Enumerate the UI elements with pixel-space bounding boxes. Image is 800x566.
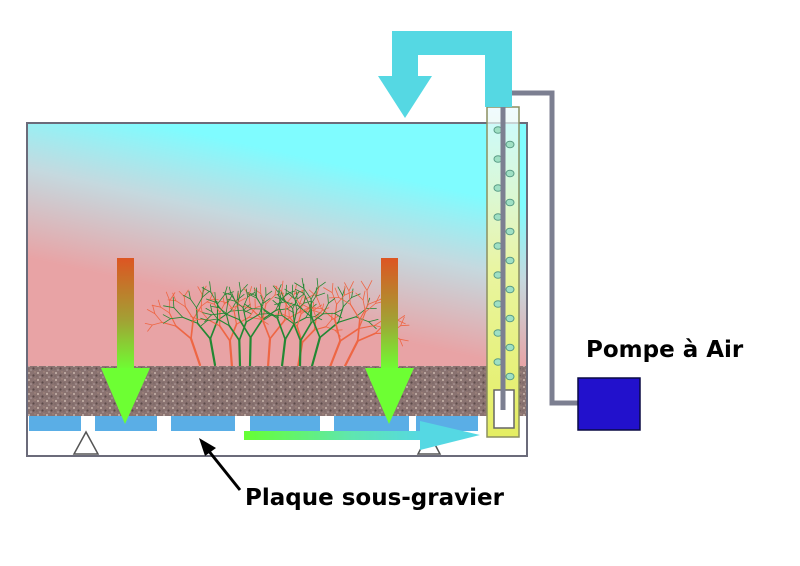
undergravel-plate (29, 416, 478, 431)
plate-segment (95, 416, 157, 431)
down-flow-arrow (101, 258, 150, 424)
support-foot-icon (72, 430, 100, 455)
air-pump (577, 377, 641, 431)
air-bubble-icon (505, 285, 515, 294)
down-flow-arrow (365, 258, 414, 424)
air-bubble-icon (505, 198, 515, 207)
plate-segment (29, 416, 81, 431)
air-bubble-icon (505, 372, 515, 381)
return-flow-arrow (378, 31, 512, 118)
aquarium-water (27, 123, 527, 368)
gravel-bed (27, 366, 527, 416)
plate-label: Plaque sous-gravier (245, 485, 505, 511)
plate-segment (250, 416, 320, 431)
plate-pointer-arrow (199, 438, 242, 491)
air-bubble-icon (505, 140, 515, 149)
aquarium-tank (26, 122, 528, 457)
air-line (500, 90, 578, 410)
air-bubble-icon (505, 169, 515, 178)
pump-label: Pompe à Air (586, 337, 744, 363)
plate-segment (171, 416, 235, 431)
horizontal-flow-arrow (244, 421, 480, 450)
air-bubble-icon (505, 343, 515, 352)
air-bubble-icon (493, 126, 515, 381)
plate-segment (334, 416, 409, 431)
air-bubble-icon (505, 314, 515, 323)
air-bubble-icon (505, 256, 515, 265)
air-bubble-icon (505, 227, 515, 236)
